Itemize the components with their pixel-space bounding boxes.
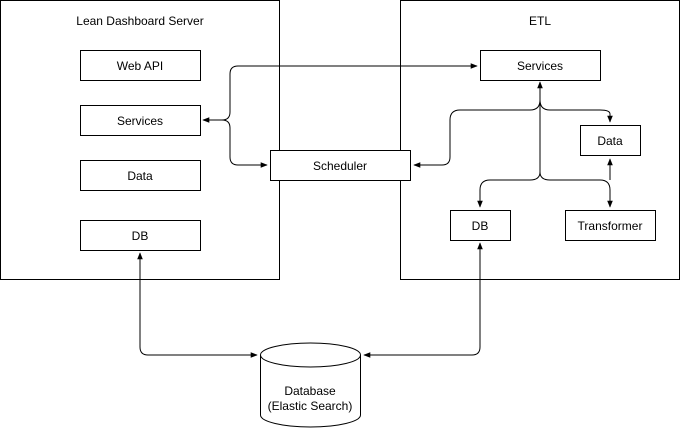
etl-transformer-label: Transformer — [578, 219, 643, 233]
lean-services-label: Services — [117, 114, 163, 128]
edge-etl-db-database — [363, 242, 483, 358]
lean-dashboard-server-title: Lean Dashboard Server — [76, 14, 203, 28]
scheduler-box: Scheduler — [270, 150, 411, 181]
etl-data-label: Data — [597, 134, 623, 148]
lean-web-api-box: Web API — [80, 50, 201, 81]
edge-lean-services-etl-services — [202, 63, 478, 123]
database-label-line1: Database — [284, 384, 336, 398]
lean-web-api-label: Web API — [117, 59, 163, 73]
etl-data-box: Data — [580, 125, 641, 156]
lean-data-box: Data — [80, 160, 201, 191]
etl-services-label: Services — [517, 59, 563, 73]
lean-services-box: Services — [80, 105, 201, 136]
lean-db-box: DB — [80, 220, 201, 251]
lean-db-label: DB — [132, 229, 149, 243]
scheduler-label: Scheduler — [313, 159, 367, 173]
database-label-line2: (Elastic Search) — [268, 399, 353, 413]
edge-etl-services-transformer — [539, 171, 613, 208]
etl-services-box: Services — [480, 50, 601, 81]
edge-lean-db-database — [137, 252, 258, 358]
edge-etl-services-db — [477, 100, 541, 208]
edge-etl-services-data — [537, 81, 613, 123]
lean-data-label: Data — [127, 169, 153, 183]
database-cylinder: Database (Elastic Search) — [260, 342, 361, 428]
etl-db-box: DB — [450, 210, 511, 241]
etl-title: ETL — [529, 14, 551, 28]
etl-db-label: DB — [472, 219, 489, 233]
edge-lean-services-scheduler — [221, 119, 268, 168]
etl-transformer-box: Transformer — [565, 210, 656, 241]
